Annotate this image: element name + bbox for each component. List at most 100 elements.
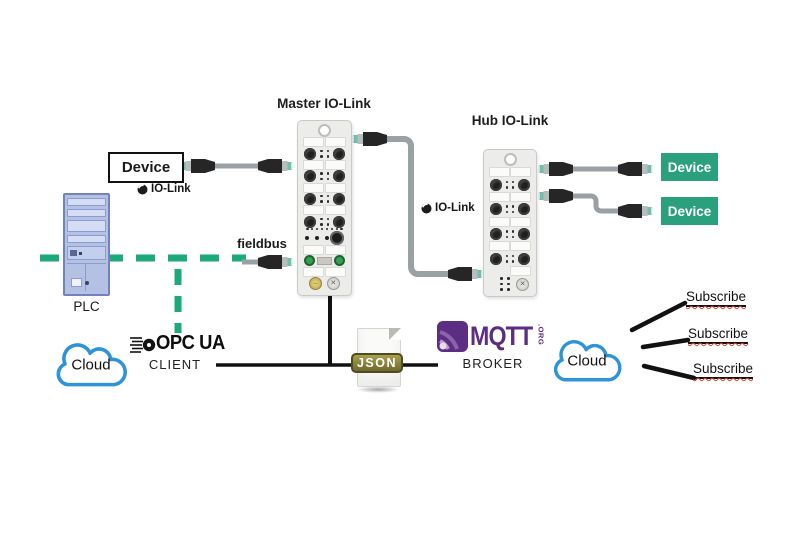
subscribe-label-2: Subscribe <box>688 326 749 344</box>
screw: ✕ <box>326 276 340 290</box>
io-link-badge-mid: IO-Link <box>421 202 475 214</box>
m12-connector <box>538 162 573 176</box>
label-strips <box>489 241 531 252</box>
port-row <box>303 192 346 205</box>
label-strips <box>303 159 346 170</box>
led-pair <box>505 180 509 189</box>
m12-port <box>517 252 530 265</box>
cloud-right-label: Cloud <box>567 352 607 370</box>
port-row <box>489 203 531 216</box>
plc-port <box>71 278 82 287</box>
plc-unit <box>63 193 110 296</box>
cable-master-to-hub <box>385 136 452 277</box>
m12-connector <box>618 204 653 218</box>
subscribe-label-1: Subscribe <box>686 289 747 307</box>
green-port <box>334 255 345 267</box>
device-right-1-label: Device <box>667 159 712 175</box>
m12-connector <box>180 159 215 173</box>
cloud-right: Cloud <box>544 333 630 387</box>
device-left-label: Device <box>121 159 171 176</box>
m12-port <box>304 215 316 228</box>
subscribe-line-1 <box>629 300 688 333</box>
cloud-left: Cloud <box>46 338 136 390</box>
led-pair <box>320 194 323 203</box>
led-pair <box>505 205 509 214</box>
master-title: Master IO-Link <box>277 96 371 111</box>
io-link-icon <box>421 202 432 213</box>
plc-slot <box>67 198 106 206</box>
label-strips <box>303 266 346 277</box>
m12-port <box>333 192 345 205</box>
subscribe-line-2 <box>640 337 691 350</box>
label-strips <box>489 266 531 277</box>
cable-hub-to-device2 <box>570 193 622 214</box>
cloud-left-label: Cloud <box>71 356 111 374</box>
subscribe-lines <box>629 300 697 381</box>
m12-connector <box>258 255 293 269</box>
mounting-hole <box>503 153 517 166</box>
io-link-label: IO-Link <box>151 183 191 195</box>
screw: ✕ <box>516 277 529 291</box>
opcua-logo: OPC UA <box>130 332 231 355</box>
json-badge: JSON <box>351 353 403 373</box>
port-row <box>489 178 531 191</box>
led-pair <box>505 230 509 239</box>
green-port <box>304 255 315 267</box>
screw-row: – ✕ <box>303 276 346 290</box>
mqtt-logo: MQTT .ORG <box>437 321 545 352</box>
m12-port <box>517 228 530 241</box>
led-pair <box>320 149 323 158</box>
led-row <box>303 227 346 231</box>
json-shadow <box>356 386 400 393</box>
cloud-shape <box>553 340 622 382</box>
led-pair <box>326 149 329 158</box>
device-box-right-2: Device <box>661 197 718 225</box>
m12-connector <box>258 159 293 173</box>
device-box-left: Device <box>108 152 184 183</box>
m12-port <box>490 203 502 216</box>
port-row <box>489 228 531 241</box>
subscribe-line-3 <box>641 363 697 381</box>
m12-port <box>333 170 345 183</box>
rotary-switch <box>330 230 344 245</box>
brand-mark <box>317 256 332 265</box>
device-right-2-label: Device <box>667 203 712 219</box>
led-pair <box>511 230 515 239</box>
led-pair <box>511 254 515 263</box>
mqtt-swirl-icon <box>437 321 468 352</box>
rotary-row <box>303 230 346 245</box>
led-pair <box>320 217 323 226</box>
io-link-icon <box>137 183 148 194</box>
hub-title: Hub IO-Link <box>471 113 549 128</box>
led-pair <box>511 205 515 214</box>
m12-port <box>333 215 345 228</box>
port-row <box>303 147 346 160</box>
m12-connector <box>448 267 483 281</box>
label-strips <box>489 216 531 227</box>
cloud-shape <box>56 343 127 387</box>
m12-port <box>490 178 502 191</box>
m12-port <box>333 147 345 160</box>
opcua-wordmark: OPC UA <box>156 332 225 354</box>
plc-slot <box>67 220 106 232</box>
plc-slot <box>67 235 106 243</box>
label-strips <box>303 244 346 255</box>
plc-led <box>79 251 82 255</box>
master-iolink-module: – ✕ <box>297 120 352 296</box>
led-grid <box>500 277 511 291</box>
port-row <box>303 170 346 183</box>
bottom-row: ✕ <box>489 277 531 291</box>
plc-lower-panel <box>67 263 106 291</box>
m12-port <box>304 192 316 205</box>
fieldbus-label: fieldbus <box>237 236 287 251</box>
plc-chip <box>70 250 77 256</box>
power-port-row <box>303 255 346 267</box>
subscribe-label-3: Subscribe <box>693 361 754 379</box>
label-strips <box>303 205 346 216</box>
label-strips <box>489 167 531 178</box>
led-pair <box>511 180 515 189</box>
mqtt-org-label: .ORG <box>536 324 546 346</box>
plc-panel-left <box>67 264 89 291</box>
